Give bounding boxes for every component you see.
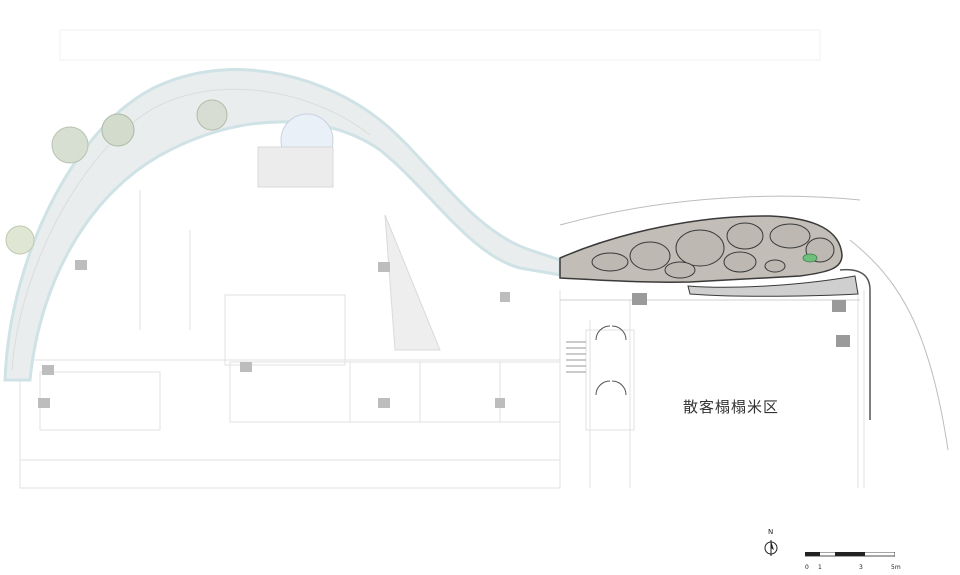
north-label: N — [768, 528, 774, 536]
shrub-icon — [101, 113, 135, 147]
garden-band — [3, 68, 562, 382]
scale-tick-0: 0 — [805, 564, 809, 571]
column-markers — [38, 260, 850, 408]
shrub-icon — [51, 126, 89, 164]
rock-garden — [559, 195, 949, 451]
scale-tick-1: 1 — [818, 564, 822, 571]
building-linework — [19, 29, 865, 489]
north-arrow-icon — [764, 540, 778, 556]
scale-tick-5m: 5m — [891, 564, 901, 571]
stairs — [566, 341, 586, 373]
zone-label: 散客榻榻米区 — [683, 398, 780, 416]
shrub-icon — [5, 225, 35, 255]
scale-tick-3: 3 — [859, 564, 863, 571]
scale-bar — [805, 552, 895, 557]
door-swings — [595, 325, 627, 396]
shrub-icon — [196, 99, 228, 131]
